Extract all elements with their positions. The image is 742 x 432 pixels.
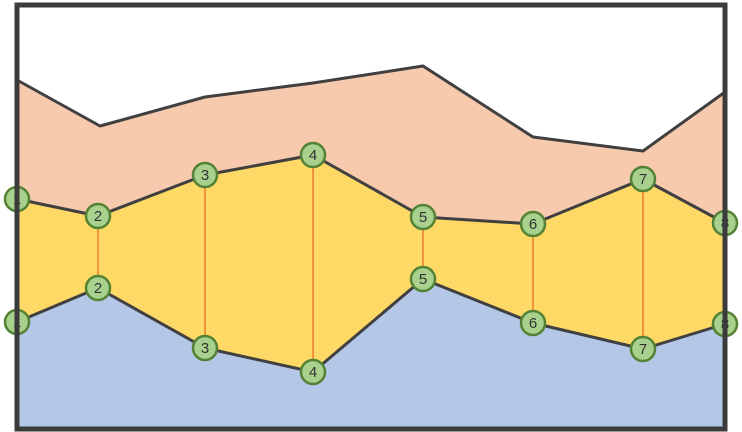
upper-marker-label: 6 (529, 216, 537, 233)
upper-marker-4: 4 (299, 141, 327, 169)
middle-band (17, 155, 725, 372)
upper-marker-circle (629, 165, 657, 193)
lower-marker-3: 3 (191, 334, 219, 362)
top-boundary-line (16, 64, 726, 153)
lower-marker-circle (191, 334, 219, 362)
upper-marker-label: 3 (201, 167, 209, 184)
lower-marker-label: 3 (201, 340, 209, 357)
upper-marker-7: 7 (629, 165, 657, 193)
lower-marker-7: 7 (629, 335, 657, 363)
lower-marker-circle (299, 358, 327, 386)
upper-marker-label: 5 (419, 209, 427, 226)
upper-marker-circle (299, 141, 327, 169)
lower-marker-2: 2 (84, 274, 112, 302)
upper-marker-2: 2 (84, 202, 112, 230)
upper-marker-label: 2 (94, 208, 102, 225)
lower-marker-circle (409, 265, 437, 293)
bottom-band (17, 279, 725, 429)
upper-marker-label: 4 (309, 147, 317, 164)
lower-marker-label: 2 (94, 280, 102, 297)
lower-marker-label: 5 (419, 271, 427, 288)
upper-marker-circle (409, 203, 437, 231)
lower-marker-circle (84, 274, 112, 302)
lower-marker-6: 6 (519, 309, 547, 337)
upper-marker-circle (519, 210, 547, 238)
lower-boundary-line (16, 277, 726, 374)
lower-marker-label: 6 (529, 315, 537, 332)
upper-marker-3: 3 (191, 161, 219, 189)
upper-boundary-line (16, 153, 726, 226)
lower-marker-circle (629, 335, 657, 363)
upper-marker-5: 5 (409, 203, 437, 231)
lower-marker-circle (519, 309, 547, 337)
lower-marker-5: 5 (409, 265, 437, 293)
top-band (17, 66, 725, 224)
upper-marker-circle (84, 202, 112, 230)
upper-marker-label: 7 (639, 171, 647, 188)
lower-marker-label: 4 (309, 364, 317, 381)
frame (14, 2, 728, 432)
upper-marker-circle (191, 161, 219, 189)
lower-marker-label: 7 (639, 341, 647, 358)
lower-marker-4: 4 (299, 358, 327, 386)
upper-marker-6: 6 (519, 210, 547, 238)
